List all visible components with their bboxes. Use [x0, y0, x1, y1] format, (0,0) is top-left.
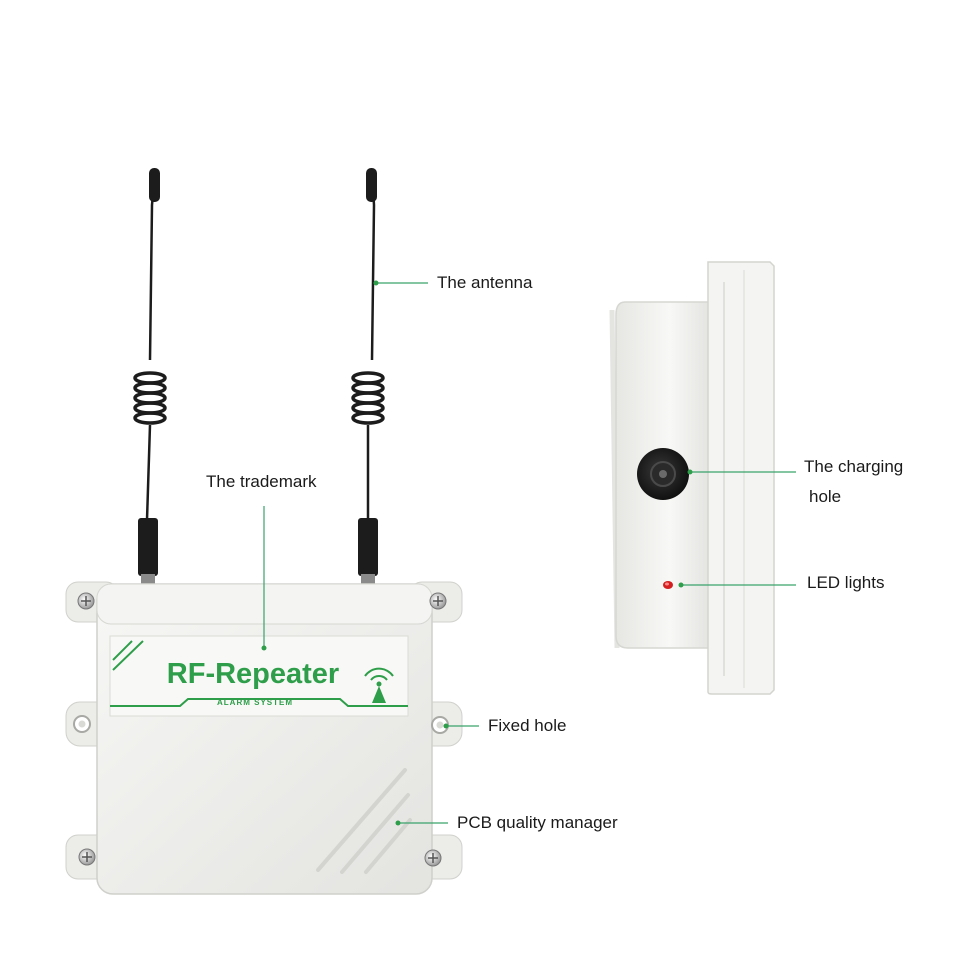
side-view-housing: [609, 261, 775, 695]
callout-antenna: The antenna: [437, 273, 533, 292]
screw-icon: [424, 849, 442, 867]
signal-icon: [364, 667, 394, 703]
left-antenna: [133, 168, 167, 586]
led-icon: [663, 581, 673, 589]
brand-label: RF-Repeater: [167, 658, 339, 690]
callout-trademark: The trademark: [206, 472, 317, 491]
screw-icon: [77, 592, 95, 610]
callout-charging-hole-line2: hole: [809, 487, 842, 506]
callout-fixed-hole: Fixed hole: [488, 716, 567, 735]
trademark-label: RF-Repeater ALARM SYSTEM: [110, 640, 408, 707]
callout-charging-hole-line1: The charging: [804, 457, 904, 476]
trademark-leader-dot: [261, 645, 267, 651]
callout-led-lights: LED lights: [807, 573, 885, 592]
brand-sublabel: ALARM SYSTEM: [217, 698, 293, 707]
antenna-leader-dot: [373, 280, 379, 286]
fixed-hole-icon: [431, 716, 449, 734]
fixed-hole-leader-dot: [443, 723, 449, 729]
led-leader-dot: [678, 582, 684, 588]
charging-hole-leader-dot: [687, 469, 693, 475]
right-antenna: [351, 168, 385, 586]
pcb-leader-dot: [395, 820, 401, 826]
screw-icon: [78, 848, 96, 866]
pcb-ribs: [316, 768, 412, 874]
charging-hole-icon: [637, 448, 689, 500]
callout-pcb-quality-manager: PCB quality manager: [457, 813, 618, 832]
screw-icon: [429, 592, 447, 610]
front-housing: [65, 581, 463, 895]
fixed-hole-icon: [73, 715, 91, 733]
